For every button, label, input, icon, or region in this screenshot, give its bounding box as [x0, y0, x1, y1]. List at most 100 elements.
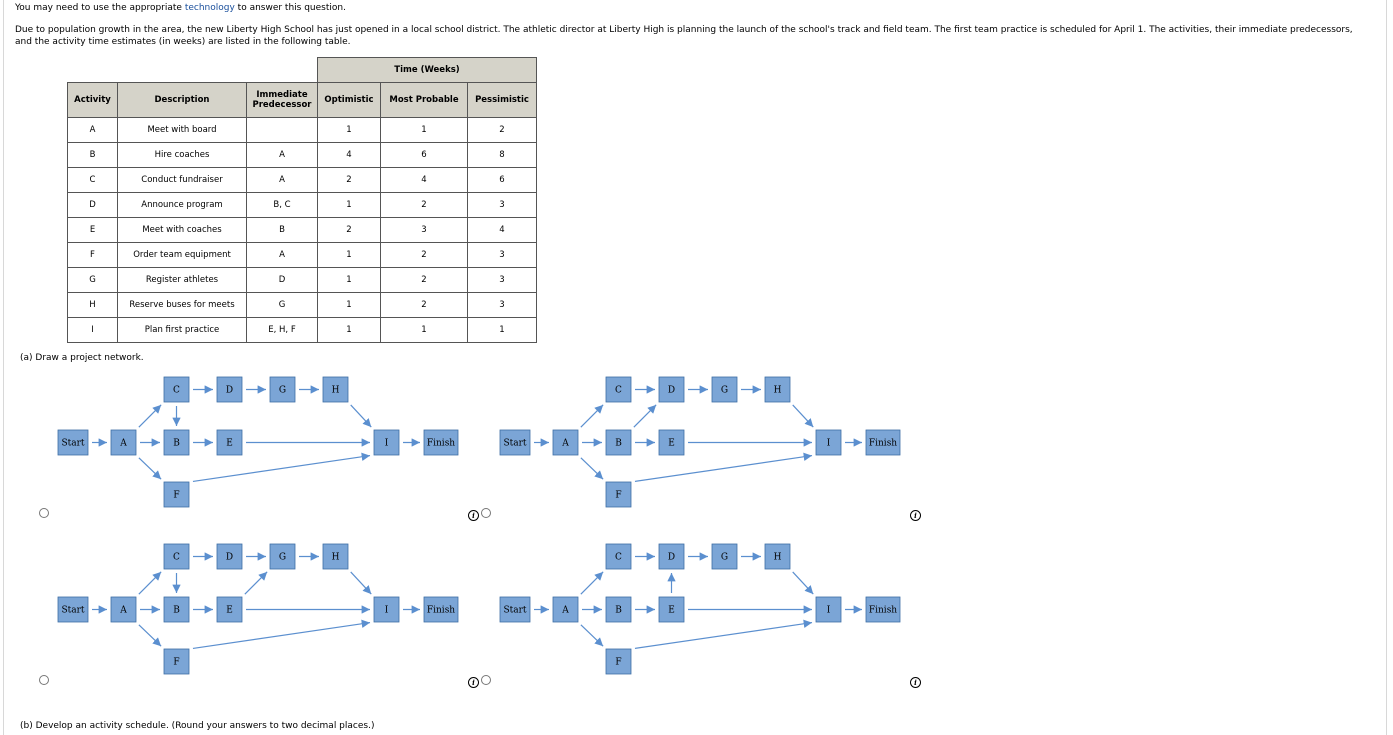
- table-cell: 2: [380, 242, 468, 268]
- edge-H-I: [792, 571, 814, 595]
- option-2-radio[interactable]: [481, 508, 491, 518]
- intro-text: You may need to use the appropriate: [15, 3, 185, 13]
- technology-link[interactable]: technology: [184, 3, 235, 13]
- node-G: [711, 376, 738, 403]
- node-label-C: C: [615, 386, 622, 396]
- node-E: [658, 429, 685, 456]
- node-A: [110, 596, 137, 623]
- node-B: [163, 596, 190, 623]
- node-label-A: A: [119, 439, 127, 449]
- option-1-radio[interactable]: [39, 508, 49, 518]
- node-label-finish: Finish: [427, 606, 455, 616]
- intro-line: You may need to use the appropriate tech…: [15, 3, 346, 13]
- node-label-B: B: [615, 439, 622, 449]
- edge-A-F: [580, 457, 604, 480]
- node-label-G: G: [279, 553, 286, 563]
- node-A: [110, 429, 137, 456]
- most-probable-col-header: Most Probable: [380, 82, 468, 118]
- node-label-D: D: [226, 553, 233, 563]
- node-label-C: C: [615, 553, 622, 563]
- node-I: [373, 596, 400, 623]
- node-G: [711, 543, 738, 570]
- node-C: [163, 543, 190, 570]
- table-cell: A: [246, 167, 318, 193]
- node-label-C: C: [173, 553, 180, 563]
- table-cell: Conduct fundraiser: [117, 167, 247, 193]
- node-label-F: F: [615, 491, 621, 501]
- node-B: [163, 429, 190, 456]
- table-cell: E, H, F: [246, 317, 318, 343]
- node-label-D: D: [226, 386, 233, 396]
- node-finish: [865, 596, 901, 623]
- edge-B-D: [633, 404, 657, 428]
- node-label-H: H: [774, 386, 782, 396]
- node-finish: [865, 429, 901, 456]
- node-H: [322, 376, 349, 403]
- pessimistic-col-header: Pessimistic: [467, 82, 537, 118]
- option-1-info-icon[interactable]: i: [468, 510, 479, 521]
- option-4-info-icon[interactable]: i: [910, 677, 921, 688]
- node-label-B: B: [615, 606, 622, 616]
- node-label-B: B: [173, 439, 180, 449]
- node-label-start: Start: [61, 606, 84, 616]
- node-start: [499, 596, 531, 623]
- node-start: [499, 429, 531, 456]
- node-A: [552, 596, 579, 623]
- edge-A-F: [138, 624, 162, 647]
- node-F: [163, 481, 190, 508]
- node-label-D: D: [668, 553, 675, 563]
- node-C: [163, 376, 190, 403]
- table-cell: D: [246, 267, 318, 293]
- time-weeks-header: Time (Weeks): [317, 57, 537, 83]
- table-cell: 4: [317, 142, 381, 168]
- node-label-I: I: [827, 439, 831, 449]
- edge-F-I: [192, 452, 371, 483]
- option-4-radio[interactable]: [481, 675, 491, 685]
- table-cell: E: [67, 217, 118, 243]
- edge-H-I: [350, 404, 372, 428]
- node-label-F: F: [173, 658, 179, 668]
- node-label-I: I: [385, 439, 389, 449]
- node-label-G: G: [721, 553, 728, 563]
- table-cell: G: [67, 267, 118, 293]
- edge-H-I: [792, 404, 814, 428]
- node-label-A: A: [119, 606, 127, 616]
- node-label-I: I: [827, 606, 831, 616]
- edge-E-G: [244, 571, 268, 595]
- node-F: [605, 481, 632, 508]
- option-2-info-icon[interactable]: i: [910, 510, 921, 521]
- table-cell: 2: [380, 292, 468, 318]
- node-C: [605, 543, 632, 570]
- node-label-finish: Finish: [427, 439, 455, 449]
- node-E: [216, 429, 243, 456]
- node-H: [764, 376, 791, 403]
- edge-F-I: [634, 619, 813, 650]
- table-cell: Plan first practice: [117, 317, 247, 343]
- edge-A-C: [580, 404, 604, 428]
- node-E: [658, 596, 685, 623]
- node-label-F: F: [615, 658, 621, 668]
- part-a-label: (a) Draw a project network.: [20, 353, 144, 363]
- table-cell: A: [246, 142, 318, 168]
- option-3-radio[interactable]: [39, 675, 49, 685]
- optimistic-col-header: Optimistic: [317, 82, 381, 118]
- table-cell: 1: [317, 117, 381, 143]
- node-I: [373, 429, 400, 456]
- node-G: [269, 543, 296, 570]
- node-E: [216, 596, 243, 623]
- table-cell: 2: [380, 267, 468, 293]
- node-label-E: E: [226, 606, 233, 616]
- edge-F-I: [634, 452, 813, 483]
- node-F: [163, 648, 190, 675]
- option-3-info-icon[interactable]: i: [468, 677, 479, 688]
- edge-A-F: [580, 624, 604, 647]
- edge-A-C: [580, 571, 604, 595]
